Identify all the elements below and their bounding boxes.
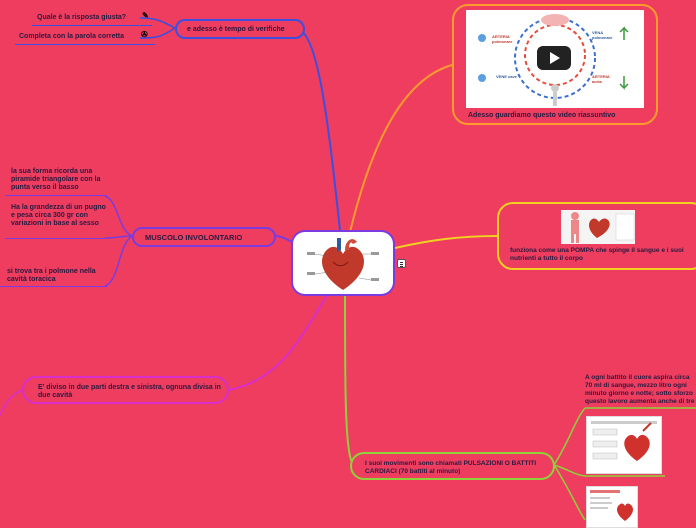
pulsazioni-node[interactable]: I suoi movimenti sono chiamati PULSAZION… bbox=[350, 452, 555, 480]
node-menu-icon[interactable] bbox=[397, 259, 406, 268]
video-caption: Adesso guardiamo questo video riassuntiv… bbox=[468, 112, 616, 119]
muscolo-item-forma: la sua forma ricorda una piramide triang… bbox=[11, 168, 101, 191]
connector-to-diviso bbox=[227, 289, 331, 391]
connector-to-verifiche bbox=[299, 29, 341, 231]
connector-muscolo-items bbox=[104, 195, 133, 287]
connector-pulsazioni-detail bbox=[553, 407, 696, 520]
pulsation-worksheet-image bbox=[586, 486, 638, 528]
link-complete[interactable]: Completa con la parola corretta bbox=[19, 33, 125, 40]
blood-circulation-video-thumbnail[interactable]: ARTERIA polmonare VENA polmonare VENE ca… bbox=[466, 10, 644, 108]
label-vena-polmonare: VENA polmonare bbox=[592, 30, 613, 40]
heart-anatomy-image bbox=[307, 238, 379, 290]
pencil-icon: ✎ bbox=[142, 11, 149, 20]
link-complete-underline bbox=[15, 44, 155, 45]
pulsazioni-detail: A ogni battito il cuore aspira circa 70 … bbox=[585, 374, 695, 405]
muscolo-title: MUSCOLO INVOLONTARIO bbox=[145, 233, 243, 242]
muscolo-item-posizione: si trova tra i polmone nella cavità tora… bbox=[7, 268, 96, 283]
link-quiz[interactable]: Quale è la risposta giusta? bbox=[37, 14, 127, 21]
central-heart-node[interactable] bbox=[291, 230, 395, 296]
link-quiz-underline bbox=[32, 25, 152, 26]
pompa-text: funziona come una POMPA che spinge il sa… bbox=[510, 247, 684, 262]
diviso-title: E' diviso in due parti destra e sinistra… bbox=[38, 384, 221, 399]
connector-to-pompa bbox=[394, 235, 498, 249]
globe-icon: ✇ bbox=[141, 30, 148, 39]
muscolo-item-forma-underline bbox=[5, 195, 107, 196]
connector-verifiche-links bbox=[139, 17, 176, 39]
label-arteria-aorta: ARTERIA aorta bbox=[592, 74, 610, 84]
muscolo-item-posizione-underline bbox=[0, 286, 107, 287]
video-play-button[interactable] bbox=[537, 46, 571, 70]
connector-to-video bbox=[349, 64, 453, 233]
label-vene-cave: VENE cave bbox=[496, 74, 517, 79]
muscolo-involontario-node[interactable]: MUSCOLO INVOLONTARIO bbox=[132, 227, 276, 247]
muscolo-item-grandezza-underline bbox=[5, 238, 107, 239]
body-circulation-image bbox=[561, 210, 635, 244]
verifiche-title: e adesso è tempo di verifiche bbox=[187, 26, 285, 33]
connector-to-muscolo bbox=[274, 235, 293, 243]
circulation-diagram-icon bbox=[478, 14, 629, 106]
diviso-node[interactable]: E' diviso in due parti destra e sinistra… bbox=[22, 376, 229, 404]
muscolo-item-grandezza: Ha la grandezza di un pugno e pesa circa… bbox=[11, 204, 106, 227]
connector-to-pulsazioni bbox=[344, 295, 353, 463]
label-arteria-polmonare: ARTERIA polmonare bbox=[492, 34, 513, 44]
pulsazioni-text: I suoi movimenti sono chiamati PULSAZION… bbox=[365, 460, 537, 475]
heart-worksheet-image bbox=[586, 416, 662, 474]
verifiche-node[interactable]: e adesso è tempo di verifiche bbox=[175, 19, 305, 39]
connector-diviso-left bbox=[0, 389, 23, 416]
